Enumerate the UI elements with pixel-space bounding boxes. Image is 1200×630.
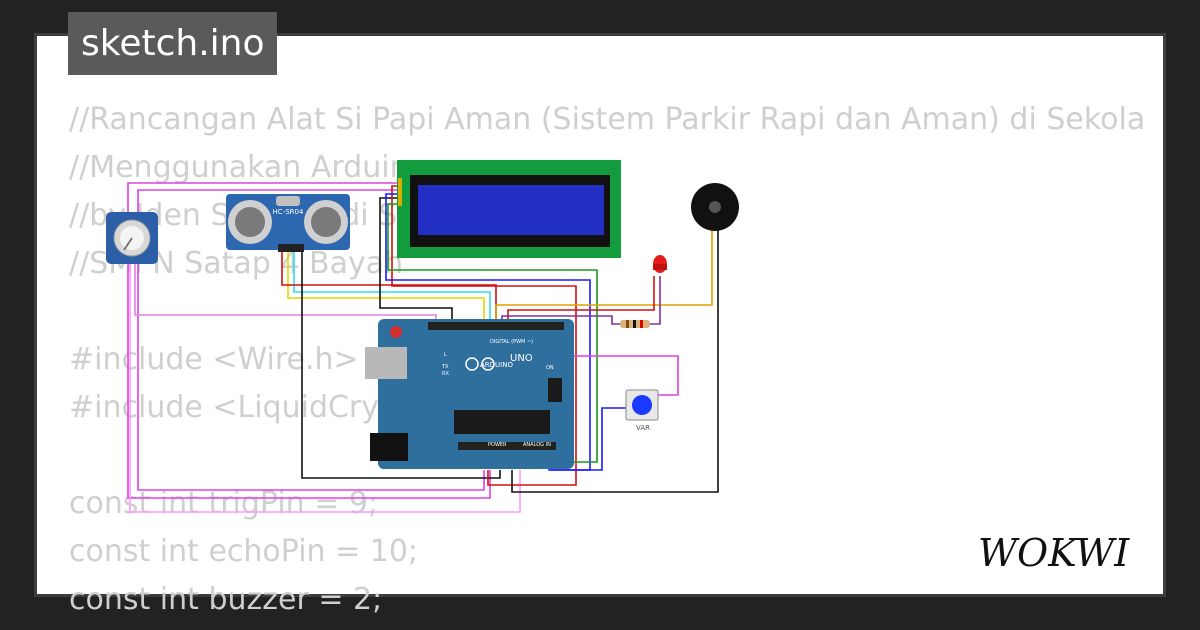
- wires: [127, 182, 719, 513]
- wire-buzzer-gnd: [511, 230, 719, 493]
- wire-yellow: [287, 252, 485, 326]
- code-line: const int trigPin = 9;: [69, 486, 379, 521]
- ultrasonic-sensor-component[interactable]: HC-SR04: [226, 194, 350, 252]
- code-line: const int echoPin = 10;: [69, 534, 419, 569]
- wire-button-gnd: [550, 407, 630, 471]
- wire-magenta: [127, 182, 491, 499]
- analog-header-label: ANALOG IN: [523, 442, 551, 448]
- wire-lcd-red: [391, 185, 577, 486]
- wire-violet: [137, 189, 485, 491]
- wire-lcd-green: [387, 203, 598, 463]
- wire-cyan: [293, 252, 491, 326]
- wire-led-red: [507, 276, 655, 326]
- board-model: UNO: [510, 353, 533, 364]
- led-component[interactable]: [653, 255, 667, 273]
- wire-pot-pink: [129, 240, 521, 513]
- power-header-label: POWER: [488, 442, 507, 448]
- code-line: #include <Wire.h>: [69, 342, 359, 377]
- lcd-display-component[interactable]: [397, 160, 621, 258]
- l-label: L: [444, 352, 447, 358]
- rx-label: RX: [442, 371, 449, 377]
- buzzer-component[interactable]: [691, 183, 739, 231]
- digital-header-label: DIGITAL (PWM ~): [490, 339, 533, 345]
- push-button-component[interactable]: VAR: [625, 389, 659, 432]
- resistor-component[interactable]: [620, 320, 650, 328]
- board-brand: ARDUINO: [480, 361, 513, 369]
- code-line: const int buzzer = 2;: [69, 582, 383, 617]
- arduino-board-component[interactable]: ARDUINO UNO DIGITAL (PWM ~) POWER ANALOG…: [365, 319, 574, 469]
- logo-text: WOKWI: [978, 531, 1130, 575]
- on-led-label: ON: [546, 365, 554, 371]
- wire-black-gnd: [301, 252, 501, 479]
- file-title: sketch.ino: [68, 12, 278, 75]
- tx-label: TX: [441, 364, 449, 370]
- wire-led-purple: [501, 276, 661, 326]
- potentiometer-component[interactable]: [106, 212, 158, 264]
- wokwi-logo: WOKWI: [978, 531, 1130, 575]
- code-line: //Rancangan Alat Si Papi Aman (Sistem Pa…: [69, 102, 1146, 137]
- wire-buzzer: [495, 230, 713, 326]
- ultrasonic-label: HC-SR04: [273, 208, 304, 216]
- button-label: VAR: [636, 424, 650, 432]
